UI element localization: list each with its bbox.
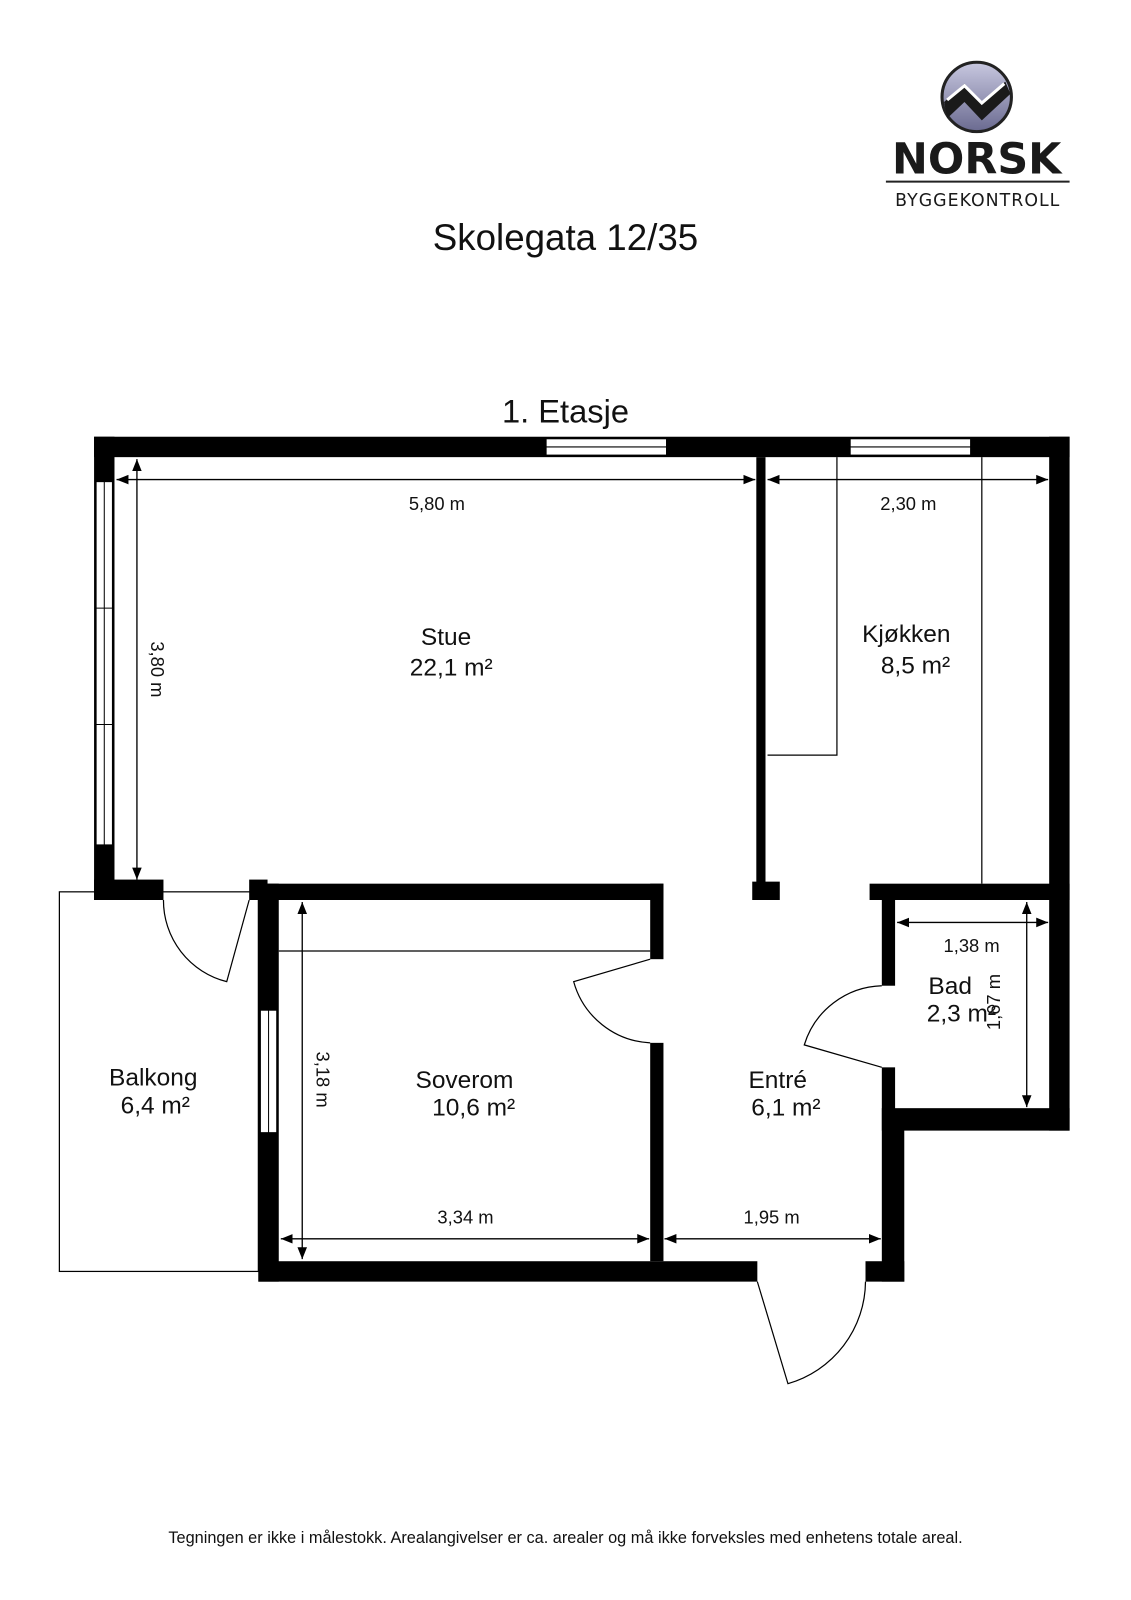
dim-soverom-width: 3,34 m — [437, 1206, 493, 1227]
door-bathroom — [803, 985, 882, 1068]
company-logo: NORSK BYGGEKONTROLL — [885, 60, 1070, 211]
dim-soverom-depth: 3,18 m — [313, 1052, 334, 1108]
door-balcony — [162, 899, 250, 983]
doors — [162, 899, 882, 1385]
room-bad-name: Bad — [928, 973, 972, 1000]
kitchen-counter — [767, 457, 838, 756]
page-title: Skolegata 12/35 — [433, 217, 698, 258]
room-bad-area: 2,3 m² — [927, 1000, 996, 1027]
dim-stue-width: 5,80 m — [409, 493, 465, 514]
floor-label: 1. Etasje — [502, 392, 629, 429]
room-kjokken-name: Kjøkken — [862, 621, 950, 648]
dimension-lines — [116, 459, 1049, 1260]
room-entre-name: Entré — [749, 1067, 807, 1094]
room-entre-area: 6,1 m² — [751, 1094, 820, 1121]
dim-bad-width: 1,38 m — [944, 935, 1000, 956]
dim-entre-width: 1,95 m — [744, 1206, 800, 1227]
fixtures — [58, 457, 983, 1273]
logo-brand: NORSK — [892, 134, 1063, 184]
door-entrance — [756, 1281, 867, 1385]
room-balkong-name: Balkong — [109, 1065, 197, 1092]
dim-bad-depth: 1,67 m — [983, 974, 1004, 1030]
room-stue-area: 22,1 m² — [410, 655, 493, 682]
walls — [94, 436, 1070, 1282]
footer-disclaimer: Tegningen er ikke i målestokk. Arealangi… — [168, 1529, 962, 1547]
dim-kjokken-width: 2,30 m — [880, 493, 936, 514]
logo-subtitle: BYGGEKONTROLL — [895, 191, 1060, 211]
room-soverom-name: Soverom — [416, 1067, 514, 1094]
door-bedroom — [572, 958, 651, 1044]
room-soverom-area: 10,6 m² — [432, 1094, 515, 1121]
room-stue-name: Stue — [421, 624, 471, 651]
dim-stue-depth: 3,80 m — [147, 641, 168, 697]
room-kjokken-area: 8,5 m² — [881, 652, 950, 679]
room-balkong-area: 6,4 m² — [121, 1092, 190, 1119]
windows — [95, 438, 972, 1134]
